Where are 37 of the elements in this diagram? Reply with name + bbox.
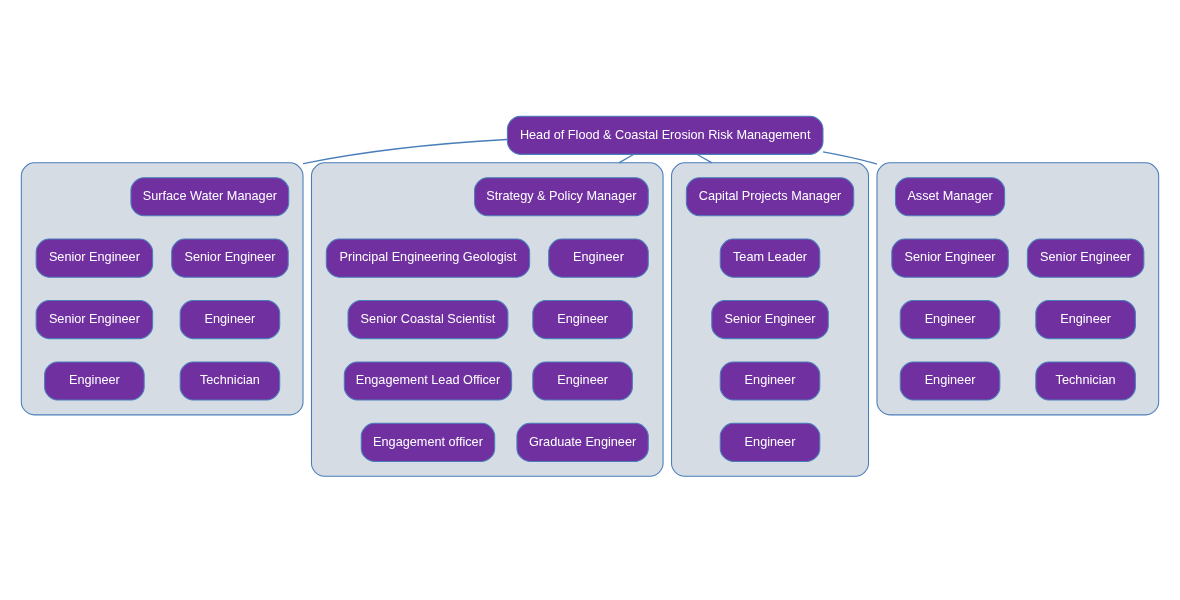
cluster — [310, 161, 664, 477]
cluster — [876, 161, 1160, 415]
node-box: Engineer — [719, 360, 821, 401]
node-box: Engineer — [548, 238, 649, 278]
node-box: Engagement officer — [360, 422, 496, 462]
node-box: Engineer — [899, 299, 1001, 339]
connector — [822, 150, 878, 165]
node-box: Engineer — [1035, 299, 1136, 339]
node-box: Senior Engineer — [891, 238, 1009, 278]
node-box: Team Leader — [719, 238, 821, 278]
node-box: Technician — [1035, 360, 1136, 401]
node-box: Graduate Engineer — [516, 422, 649, 462]
node-box: Asset Manager — [895, 176, 1006, 216]
cluster — [671, 161, 870, 477]
node-box: Head of Flood & Coastal Erosion Risk Management — [506, 115, 824, 155]
node-box: Principal Engineering Geologist — [325, 238, 531, 278]
node-box: Engineer — [532, 360, 633, 401]
connector — [302, 138, 508, 164]
node-box: Engineer — [532, 299, 633, 339]
node-box: Strategy & Policy Manager — [474, 176, 649, 216]
node-box: Senior Engineer — [171, 238, 289, 278]
connector — [696, 153, 713, 163]
node-box: Senior Engineer — [35, 299, 154, 339]
connector — [618, 153, 635, 163]
node-box: Senior Engineer — [711, 299, 829, 339]
node-box: Capital Projects Manager — [685, 176, 855, 216]
node-box: Surface Water Manager — [130, 176, 290, 216]
node-box: Engineer — [899, 360, 1001, 401]
node-box: Engineer — [44, 360, 145, 401]
node-box: Engineer — [179, 299, 281, 339]
node-box: Engineer — [719, 422, 821, 462]
node-box: Technician — [179, 360, 281, 401]
node-box: Senior Engineer — [35, 238, 154, 278]
node-box: Senior Engineer — [1026, 238, 1145, 278]
node-box: Engagement Lead Officer — [343, 360, 513, 401]
node-box: Senior Coastal Scientist — [347, 299, 509, 339]
cluster — [20, 161, 304, 415]
